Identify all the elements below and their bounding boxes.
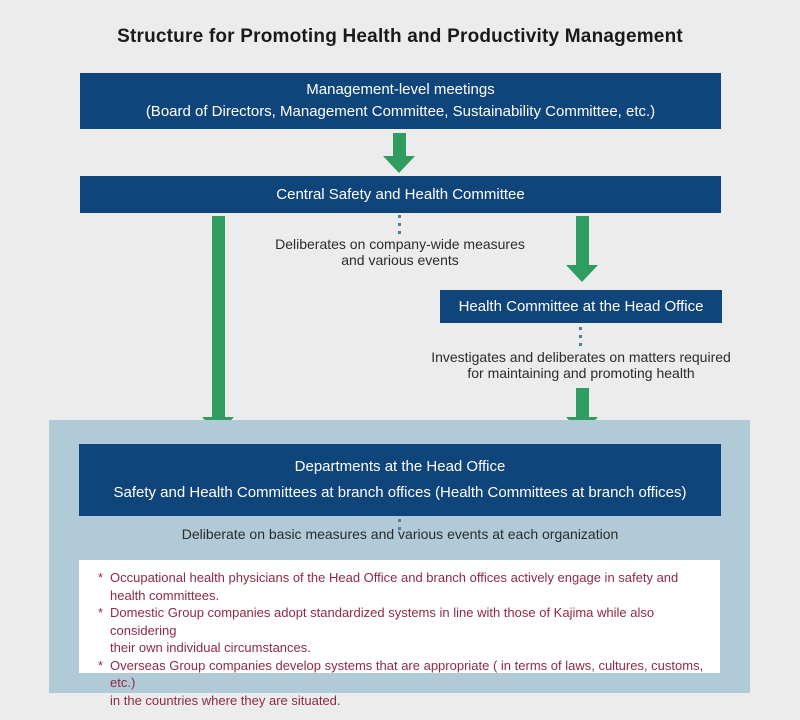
arrow-head [383, 156, 415, 173]
departments-line2: Safety and Health Committees at branch o… [113, 484, 687, 501]
note-text: Occupational health physicians of the He… [110, 569, 706, 604]
departments-box: Departments at the Head Office Safety an… [79, 444, 721, 516]
arrow-head [566, 265, 598, 282]
departments-caption-line1: Deliberate on basic measures and various… [181, 526, 619, 542]
dotted-connector-icon [579, 327, 582, 346]
note-line: Occupational health physicians of the He… [110, 570, 679, 585]
central-committee-caption: Deliberates on company-wide measures and… [240, 236, 560, 268]
note-line: Domestic Group companies adopt standardi… [110, 605, 655, 638]
central-committee-box: Central Safety and Health Committee [80, 176, 721, 213]
departments-caption: Deliberate on basic measures and various… [150, 526, 650, 542]
dotted-connector-icon [398, 519, 401, 533]
arrow-shaft [575, 388, 589, 417]
central-committee-label: Central Safety and Health Committee [276, 186, 525, 203]
asterisk-marker: * [98, 605, 104, 620]
note-line: their own individual circumstances. [110, 640, 311, 655]
note-item: * Domestic Group companies adopt standar… [98, 604, 706, 657]
down-arrow-icon [566, 216, 598, 282]
asterisk-marker: * [98, 657, 104, 673]
health-caption-line2: for maintaining and promoting health [467, 365, 695, 381]
head-office-health-committee-box: Health Committee at the Head Office [440, 290, 722, 323]
note-line: health committees. [110, 587, 220, 603]
note-text: Domestic Group companies adopt standardi… [110, 604, 706, 657]
head-office-health-committee-label: Health Committee at the Head Office [458, 298, 704, 315]
management-meetings-box: Management-level meetings (Board of Dire… [80, 73, 721, 129]
central-caption-line1: Deliberates on company-wide measures [275, 236, 525, 252]
note-item: * Occupational health physicians of the … [98, 569, 706, 604]
arrow-shaft [392, 133, 406, 156]
dotted-connector-icon [398, 215, 401, 234]
note-item: * Overseas Group companies develop syste… [98, 657, 706, 710]
page-title: Structure for Promoting Health and Produ… [117, 26, 683, 47]
note-text: Overseas Group companies develop systems… [110, 657, 706, 710]
asterisk-marker: * [98, 570, 104, 585]
management-meetings-line1: Management-level meetings [306, 81, 495, 98]
arrow-shaft [575, 216, 589, 265]
down-arrow-icon [383, 133, 415, 173]
note-line: in the countries where they are situated… [110, 692, 341, 708]
notes-box: * Occupational health physicians of the … [79, 560, 720, 708]
down-arrow-icon [202, 216, 234, 434]
health-caption-line1: Investigates and deliberates on matters … [431, 349, 731, 365]
arrow-shaft [211, 216, 225, 417]
central-caption-line2: and various events [341, 252, 459, 268]
management-meetings-line2: (Board of Directors, Management Committe… [145, 103, 656, 120]
departments-line1: Departments at the Head Office [294, 458, 506, 475]
note-line: Overseas Group companies develop systems… [110, 657, 704, 691]
head-office-health-caption: Investigates and deliberates on matters … [418, 349, 744, 381]
